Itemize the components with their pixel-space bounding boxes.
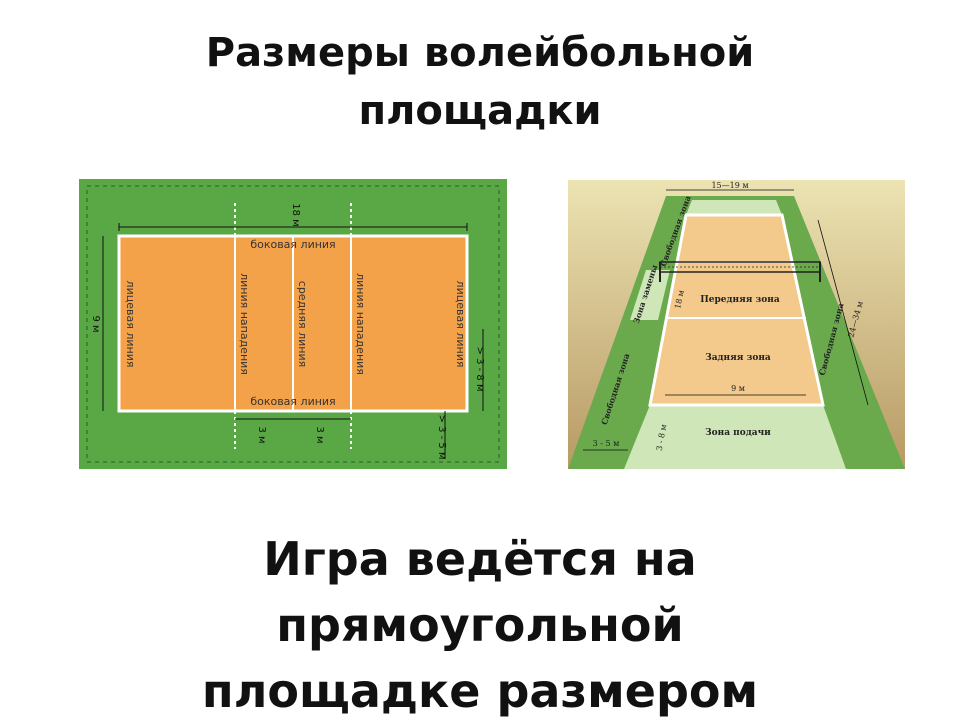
substitution-zone-area xyxy=(630,270,670,320)
dim-label-9m: 9 м xyxy=(731,384,745,393)
serve-zone-label: Зона подачи xyxy=(705,428,771,438)
dim-label-right-bottom: > 3 - 5 м xyxy=(436,415,447,460)
dim-label-9m: 9 м xyxy=(90,315,101,332)
front-zone-label: Передняя зона xyxy=(700,295,780,305)
back-zone-label: Задняя зона xyxy=(705,353,771,363)
attack-line-label-right: линия нападения xyxy=(354,273,367,375)
dim-label-bottom-1: 3 м xyxy=(256,426,267,443)
dim-label-right-top: > 3 - 8 м xyxy=(474,347,485,392)
side-line-label-bottom: боковая линия xyxy=(250,395,335,408)
end-line-label-left: лицевая линия xyxy=(124,281,137,368)
dim-label-18m: 18 м xyxy=(673,289,686,309)
dim-label-top: 15—19 м xyxy=(711,181,748,190)
dim-label-bottom-2: 3 м xyxy=(314,426,325,443)
title-line-2: площадки xyxy=(358,88,602,134)
attack-line-label-left: линия нападения xyxy=(238,273,251,375)
bottom-line-3: площадке размером xyxy=(201,664,759,718)
court-diagram-perspective: 15—19 м Свободная зона Зона замены 18 м … xyxy=(568,180,905,469)
dim-line-right xyxy=(817,219,869,406)
bottom-statement: Игра ведётся на прямоугольной площадке р… xyxy=(0,526,960,724)
center-line-label: средняя линия xyxy=(296,281,309,367)
bottom-line-2: прямоугольной xyxy=(276,598,684,652)
dim-label-3-5m: 3 - 5 м xyxy=(593,439,620,448)
side-line-label-top: боковая линия xyxy=(250,238,335,251)
serve-zone-area xyxy=(624,405,846,469)
slide-title: Размеры волейбольной площадки xyxy=(0,24,960,140)
end-line-label-right: лицевая линия xyxy=(454,281,467,368)
title-line-1: Размеры волейбольной xyxy=(205,30,755,76)
top-zone-area xyxy=(686,200,782,215)
bottom-line-1: Игра ведётся на xyxy=(263,532,697,586)
court-diagram-top-view: 18 м 9 м > 3 - 8 м > 3 - 5 м 3 м 3 м бок… xyxy=(79,179,507,469)
dim-label-18m: 18 м xyxy=(290,203,301,226)
